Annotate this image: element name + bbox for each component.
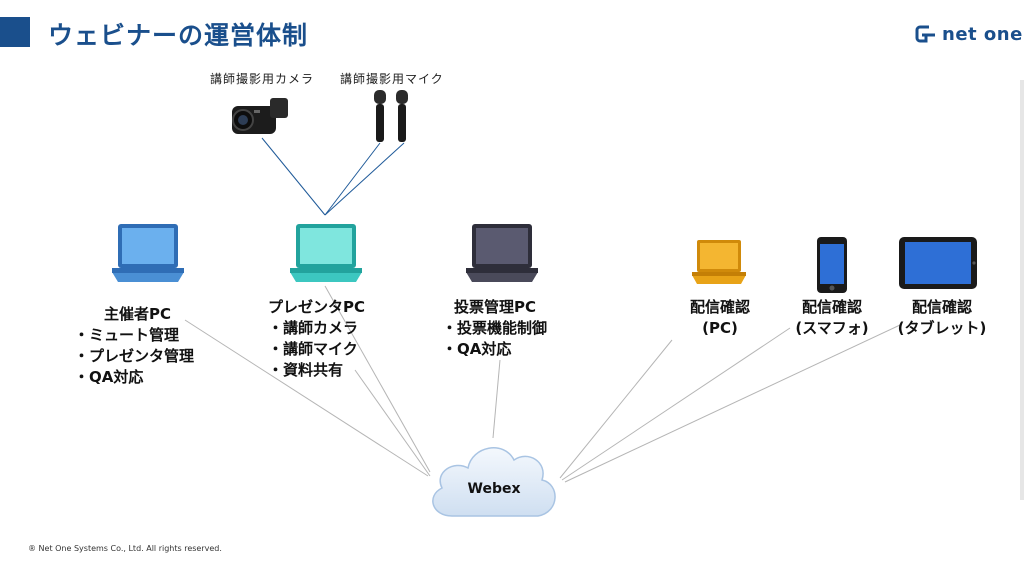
mic-link-2 xyxy=(324,142,405,216)
camera-link xyxy=(261,137,326,216)
vote-laptop-icon xyxy=(466,224,538,282)
check-pc-sub: (PC) xyxy=(702,319,738,337)
presenter-item: ・資料共有 xyxy=(268,361,344,379)
host-block: 主催者PC ・ミュート管理 ・プレゼンタ管理 ・QA対応 xyxy=(74,304,194,388)
check-phone-block: 配信確認 (スマフォ) xyxy=(782,297,882,339)
vote-item: ・QA対応 xyxy=(442,340,512,358)
check-pc-laptop-icon xyxy=(692,240,746,284)
host-title: 主催者PC xyxy=(104,305,172,323)
mic-link-1 xyxy=(324,142,381,216)
check-tablet-link xyxy=(564,324,901,483)
netone-logo-icon xyxy=(915,25,935,43)
page-title: ウェビナーの運営体制 xyxy=(48,21,309,50)
host-item: ・ミュート管理 xyxy=(74,326,180,344)
copyright-footer: ® Net One Systems Co., Ltd. All rights r… xyxy=(28,544,222,553)
vote-title: 投票管理PC xyxy=(454,298,537,316)
microphone-icon xyxy=(374,90,408,142)
cloud-links xyxy=(184,285,901,483)
vote-item: ・投票機能制御 xyxy=(442,319,548,337)
host-laptop-icon xyxy=(112,224,184,282)
check-tablet-block: 配信確認 (タブレット) xyxy=(884,297,1000,339)
presenter-title: プレゼンタPC xyxy=(268,298,366,316)
vote-link xyxy=(492,359,501,439)
presenter-link-a xyxy=(324,285,431,473)
camera-label: 講師撮影用カメラ xyxy=(210,72,315,86)
title-accent-bar xyxy=(0,17,30,47)
check-phone-title: 配信確認 xyxy=(801,298,862,316)
video-camera-icon xyxy=(232,98,288,134)
logo: net one xyxy=(915,22,1023,46)
check-pc-title: 配信確認 xyxy=(689,298,750,316)
host-item: ・プレゼンタ管理 xyxy=(74,347,195,365)
cloud-label: Webex xyxy=(467,481,521,497)
device-links xyxy=(261,137,405,216)
vote-block: 投票管理PC ・投票機能制御 ・QA対応 xyxy=(442,297,547,360)
presenter-item: ・講師カメラ xyxy=(268,319,359,337)
edge-divider xyxy=(1020,80,1024,500)
presenter-laptop-icon xyxy=(290,224,362,282)
logo-text: net one xyxy=(942,23,1023,45)
smartphone-icon xyxy=(817,237,847,293)
host-item: ・QA対応 xyxy=(74,368,144,386)
check-tablet-title: 配信確認 xyxy=(911,298,972,316)
check-phone-link xyxy=(561,327,791,481)
host-link xyxy=(184,319,429,477)
check-tablet-sub: (タブレット) xyxy=(897,319,987,337)
presenter-block: プレゼンタPC ・講師カメラ ・講師マイク ・資料共有 xyxy=(268,297,365,381)
check-pc-block: 配信確認 (PC) xyxy=(672,297,768,339)
check-phone-sub: (スマフォ) xyxy=(795,319,869,337)
presenter-link-b xyxy=(354,369,431,477)
mic-label: 講師撮影用マイク xyxy=(340,72,444,86)
cloud-icon xyxy=(432,447,556,517)
tablet-icon xyxy=(899,237,977,289)
presenter-item: ・講師マイク xyxy=(268,340,358,358)
check-pc-link xyxy=(559,339,673,479)
